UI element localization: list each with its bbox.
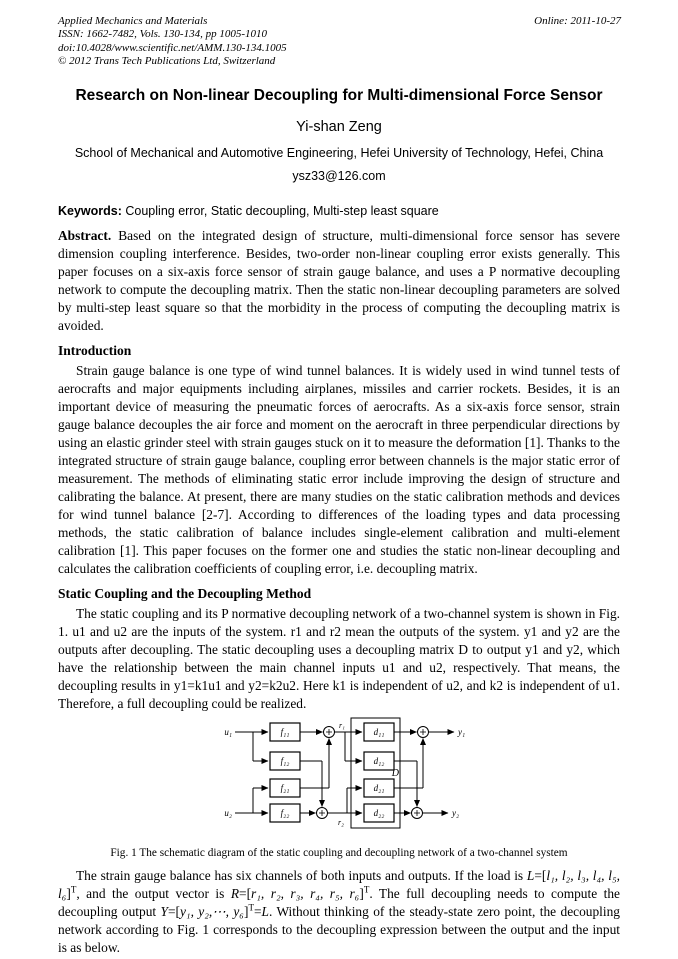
closing-text: ] bbox=[359, 885, 364, 901]
math-L: L bbox=[526, 867, 535, 883]
journal-info: Applied Mechanics and Materials ISSN: 16… bbox=[58, 15, 287, 69]
introduction-paragraph: Strain gauge balance is one type of wind… bbox=[58, 362, 620, 576]
figure-1: u₁ u₂ f₁₁ f₁₂ f₂₁ f₂₂ bbox=[58, 716, 620, 841]
math-r-vector: r₁, r₂, r₃, r₄, r₅, r₆ bbox=[251, 885, 360, 901]
keywords-label: Keywords: bbox=[58, 203, 122, 218]
abstract-text: Based on the integrated design of struct… bbox=[58, 227, 620, 333]
closing-text: ] bbox=[66, 885, 71, 901]
label-d11: d₁₁ bbox=[374, 727, 385, 737]
journal-name: Applied Mechanics and Materials bbox=[58, 15, 208, 27]
transpose-superscript: T bbox=[248, 902, 254, 913]
journal-doi: doi:10.4028/www.scientific.net/AMM.130-1… bbox=[58, 41, 287, 54]
keywords-text: Coupling error, Static decoupling, Multi… bbox=[121, 203, 439, 218]
paper-body: Abstract. Based on the integrated design… bbox=[58, 227, 620, 957]
math-L: L bbox=[261, 903, 269, 919]
abstract-paragraph: Abstract. Based on the integrated design… bbox=[58, 227, 620, 335]
author-email: ysz33@126.com bbox=[292, 168, 386, 183]
section-heading-static-coupling: Static Coupling and the Decoupling Metho… bbox=[58, 585, 312, 601]
author-affiliation: School of Mechanical and Automotive Engi… bbox=[74, 145, 604, 160]
label-D: D bbox=[391, 768, 400, 779]
author-name: Yi-shan Zeng bbox=[296, 118, 382, 135]
closing-text: = bbox=[253, 903, 262, 919]
label-u1: u₁ bbox=[224, 727, 232, 737]
closing-text: . The full decoupling needs to compute t… bbox=[58, 885, 620, 919]
label-u2: u₂ bbox=[224, 808, 232, 818]
math-R: R bbox=[230, 885, 240, 901]
static-coupling-paragraph: The static coupling and its P normative … bbox=[58, 605, 620, 711]
label-r1: r₁ bbox=[339, 721, 345, 730]
page-title: Research on Non-linear Decoupling for Mu… bbox=[75, 86, 603, 104]
math-Y: Y bbox=[160, 903, 168, 919]
closing-text: The strain gauge balance has six channel… bbox=[76, 867, 527, 883]
journal-header: Applied Mechanics and Materials ISSN: 16… bbox=[0, 0, 678, 69]
figure-1-caption: Fig. 1 The schematic diagram of the stat… bbox=[110, 846, 568, 859]
label-f22: f₂₂ bbox=[281, 808, 290, 818]
label-d12: d₁₂ bbox=[374, 756, 385, 766]
section-heading-introduction: Introduction bbox=[58, 342, 132, 358]
closing-text: ] bbox=[243, 903, 249, 919]
online-date: Online: 2011-10-27 bbox=[534, 15, 621, 27]
decoupling-matrix-box bbox=[350, 717, 401, 829]
closing-text: . Without thinking of the steady-state z… bbox=[58, 903, 620, 955]
abstract-label: Abstract. bbox=[58, 227, 112, 243]
transpose-superscript: T bbox=[70, 884, 77, 895]
closing-text: =[ bbox=[534, 867, 547, 883]
figure-1-diagram: u₁ u₂ f₁₁ f₁₂ f₂₁ f₂₂ bbox=[224, 717, 465, 829]
closing-text: =[ bbox=[167, 903, 180, 919]
math-l-vector: l₁, l₂, l₃, l₄, l₅, l₆ bbox=[58, 867, 620, 901]
transpose-superscript: T bbox=[363, 884, 370, 895]
label-d21: d₂₁ bbox=[374, 783, 385, 793]
label-d22: d₂₂ bbox=[374, 808, 385, 818]
label-f12: f₁₂ bbox=[281, 756, 290, 766]
closing-text: =[ bbox=[239, 885, 252, 901]
label-y1: y₁ bbox=[457, 727, 465, 737]
math-y-vector: y₁, y₂,⋯, y₆ bbox=[179, 903, 244, 919]
label-y2: y₂ bbox=[451, 808, 459, 818]
keywords-line: Keywords: Coupling error, Static decoupl… bbox=[58, 204, 620, 218]
journal-copyright: © 2012 Trans Tech Publications Ltd, Swit… bbox=[58, 55, 276, 68]
label-f21: f₂₁ bbox=[281, 783, 290, 793]
label-r2: r₂ bbox=[338, 818, 344, 827]
closing-paragraph: The strain gauge balance has six channel… bbox=[58, 867, 620, 957]
journal-issn: ISSN: 1662-7482, Vols. 130-134, pp 1005-… bbox=[58, 28, 267, 41]
label-f11: f₁₁ bbox=[281, 727, 290, 737]
closing-text: , and the output vector is bbox=[76, 885, 231, 901]
